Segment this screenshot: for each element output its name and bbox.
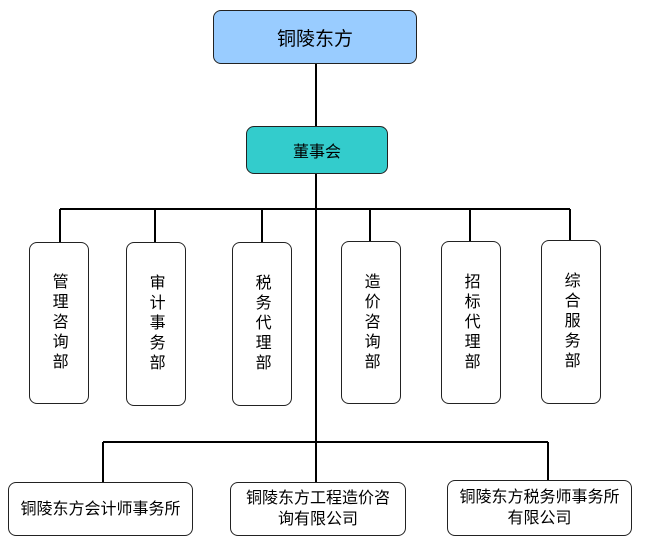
dept-node-cost-consulting: 造价咨询部 [341,241,401,404]
dept-label: 招标代理部 [461,272,481,373]
root-node: 铜陵东方 [213,10,417,64]
subsidiary-node-accounting-firm: 铜陵东方会计师事务所 [8,482,193,536]
dept-label: 审计事务部 [146,274,166,374]
subsidiary-label: 铜陵东方工程造价咨询有限公司 [245,488,390,528]
dept-node-bidding-agency: 招标代理部 [441,241,501,404]
dept-node-management-consulting: 管理咨询部 [29,242,89,404]
dept-node-general-services: 综合服务部 [541,240,601,404]
subsidiary-label: 铜陵东方会计师事务所 [20,498,181,518]
dept-label: 管理咨询部 [49,273,69,373]
subsidiary-label: 铜陵东方税务师事务所有限公司 [459,487,620,527]
dept-label: 造价咨询部 [361,272,381,373]
subsidiary-node-tax-firm: 铜陵东方税务师事务所有限公司 [447,480,632,536]
subsidiary-node-engineering-cost: 铜陵东方工程造价咨询有限公司 [230,482,406,536]
dept-node-tax-agency: 税务代理部 [232,242,292,406]
root-label: 铜陵东方 [276,27,353,50]
dept-node-audit: 审计事务部 [126,242,186,406]
dept-label: 税务代理部 [252,274,272,374]
dept-label: 综合服务部 [561,272,581,372]
board-label: 董事会 [292,142,341,161]
board-node: 董事会 [246,126,388,174]
